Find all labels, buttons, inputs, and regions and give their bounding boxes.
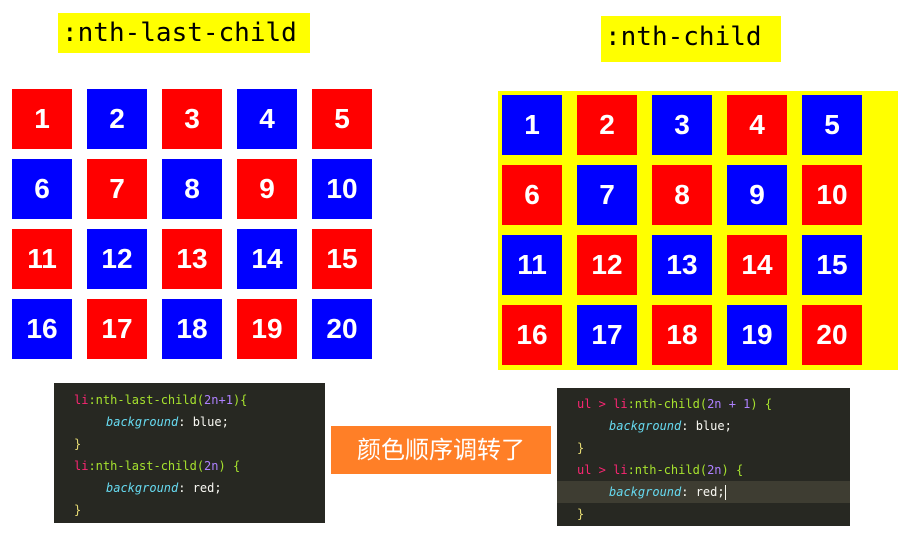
code-line: background: blue; xyxy=(609,419,732,433)
right-cell: 9 xyxy=(727,165,787,225)
left-cell: 18 xyxy=(162,299,222,359)
left-cell: 15 xyxy=(312,229,372,289)
title-nth-last-child: :nth-last-child xyxy=(58,13,310,53)
right-cell: 10 xyxy=(802,165,862,225)
left-cell: 3 xyxy=(162,89,222,149)
right-cell: 13 xyxy=(652,235,712,295)
right-cell: 15 xyxy=(802,235,862,295)
left-cell: 8 xyxy=(162,159,222,219)
right-cell: 11 xyxy=(502,235,562,295)
code-line: } xyxy=(577,441,585,455)
code-line: ul > li:nth-child(2n) { xyxy=(577,463,744,477)
code-line: background: red; xyxy=(106,481,222,495)
right-cell: 12 xyxy=(577,235,637,295)
right-cell: 7 xyxy=(577,165,637,225)
right-cell: 17 xyxy=(577,305,637,365)
title-nth-child: :nth-child xyxy=(601,16,781,62)
right-cell: 1 xyxy=(502,95,562,155)
code-line: ul > li:nth-child(2n + 1) { xyxy=(577,397,773,411)
left-cell: 13 xyxy=(162,229,222,289)
left-cell: 9 xyxy=(237,159,297,219)
code-line: } xyxy=(74,437,82,451)
right-cell: 6 xyxy=(502,165,562,225)
right-cell: 2 xyxy=(577,95,637,155)
code-panel-nth-last-child: li:nth-last-child(2n+1){ background: blu… xyxy=(54,383,325,523)
code-line: background: blue; xyxy=(106,415,229,429)
left-cell: 19 xyxy=(237,299,297,359)
left-cell: 16 xyxy=(12,299,72,359)
code-panel-nth-child: ul > li:nth-child(2n + 1) { background: … xyxy=(557,388,850,526)
right-cell: 3 xyxy=(652,95,712,155)
left-cell: 14 xyxy=(237,229,297,289)
left-cell: 5 xyxy=(312,89,372,149)
left-cell: 17 xyxy=(87,299,147,359)
right-cell: 19 xyxy=(727,305,787,365)
left-cell: 12 xyxy=(87,229,147,289)
right-cell: 4 xyxy=(727,95,787,155)
note-label: 颜色顺序调转了 xyxy=(331,426,551,474)
right-cell: 8 xyxy=(652,165,712,225)
right-cell: 16 xyxy=(502,305,562,365)
code-line: } xyxy=(577,507,585,521)
left-cell: 20 xyxy=(312,299,372,359)
left-cell: 1 xyxy=(12,89,72,149)
right-cell: 14 xyxy=(727,235,787,295)
code-line: li:nth-last-child(2n+1){ xyxy=(74,393,248,407)
code-line: } xyxy=(74,503,82,517)
code-line-current[interactable]: background: red; xyxy=(557,481,850,503)
right-cell: 18 xyxy=(652,305,712,365)
left-cell: 7 xyxy=(87,159,147,219)
left-cell: 10 xyxy=(312,159,372,219)
left-cell: 6 xyxy=(12,159,72,219)
right-cell: 20 xyxy=(802,305,862,365)
right-cell: 5 xyxy=(802,95,862,155)
text-cursor xyxy=(724,485,726,500)
left-cell: 4 xyxy=(237,89,297,149)
left-cell: 2 xyxy=(87,89,147,149)
left-cell: 11 xyxy=(12,229,72,289)
code-line: li:nth-last-child(2n) { xyxy=(74,459,241,473)
